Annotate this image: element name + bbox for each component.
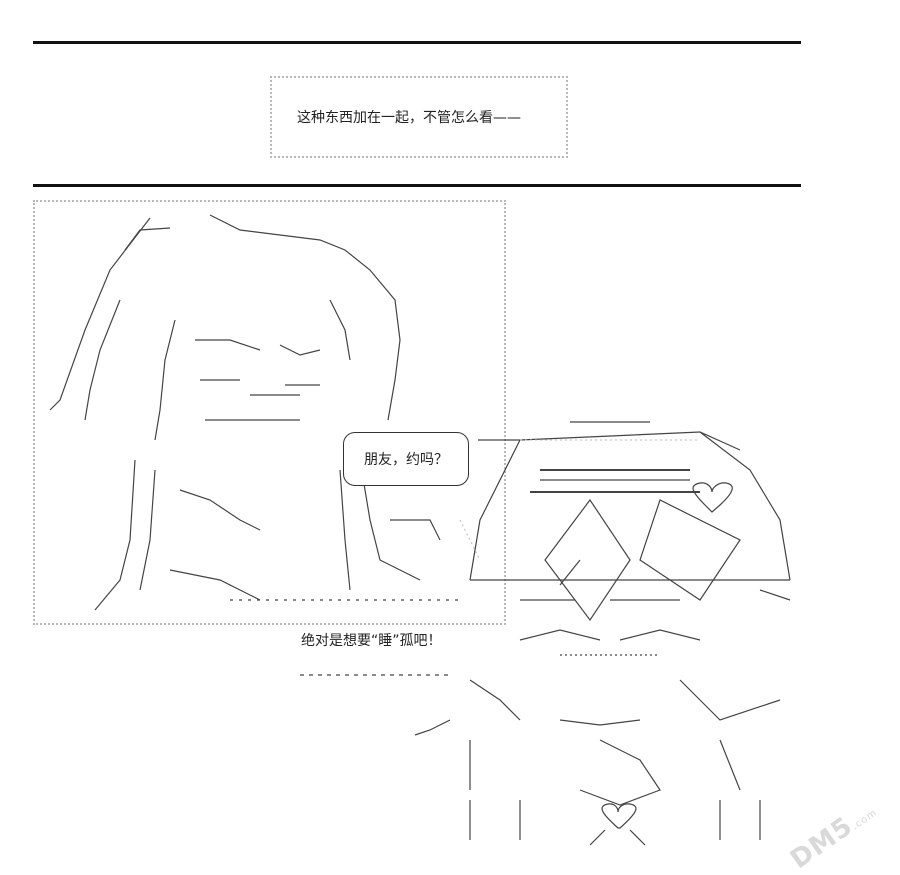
speech-bubble-text: 朋友，约吗？ [364,452,448,468]
shout-text: 绝对是想要“睡”孤吧！ [297,628,446,652]
caption-text: 这种东西加在一起，不管怎么看—— [297,110,521,126]
hat-heart [692,482,733,513]
body-right [339,469,351,591]
caption-box [270,76,568,158]
top-divider [33,41,801,44]
bottom-heart [601,803,637,829]
hat-left-edge [469,439,521,581]
hair-left-strand [49,217,151,411]
body-left [94,459,136,611]
hair-right-strand [209,214,401,421]
art-panel-frame [33,200,506,625]
hat-right-edge [699,431,791,581]
speech-bubble: 朋友，约吗？ [343,432,469,486]
middle-divider [33,184,801,187]
